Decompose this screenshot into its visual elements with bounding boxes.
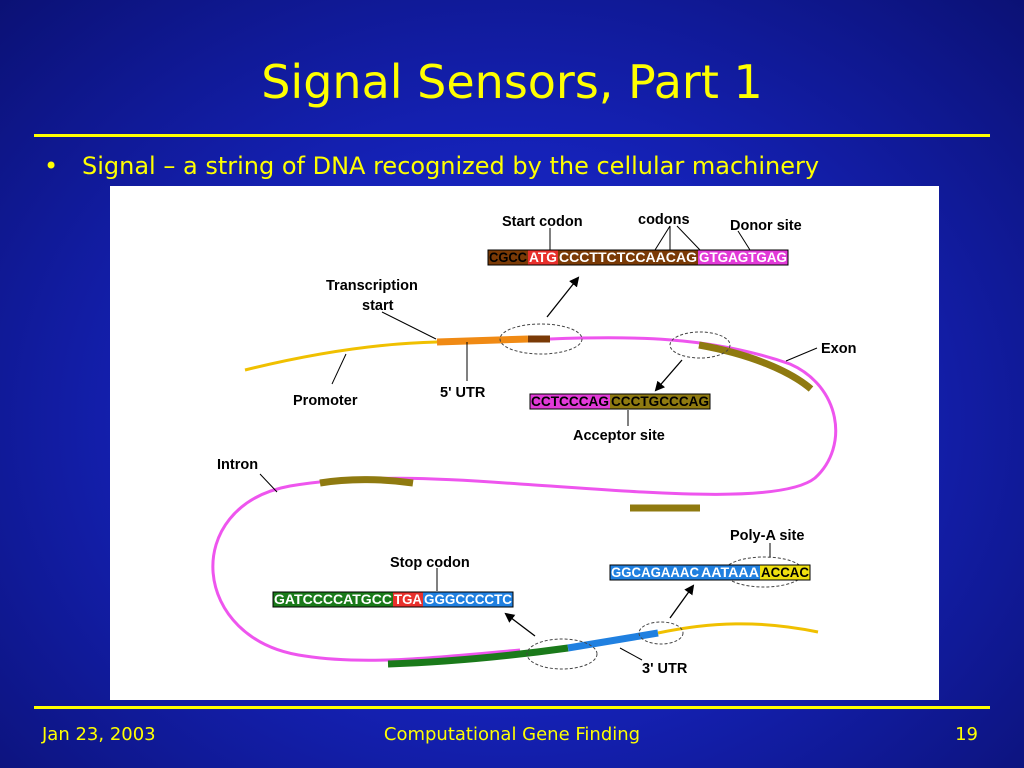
codons-label: codons xyxy=(638,212,690,228)
gene-structure-diagram: Start codon codons Donor site Transcript… xyxy=(110,186,939,700)
bullet-icon: • xyxy=(44,152,59,180)
acceptor-segment-text: CCTCCCAG xyxy=(531,394,609,409)
footer-divider xyxy=(34,706,990,709)
poly-a-site-label: Poly-A site xyxy=(730,528,804,544)
donor-segment-text: GTGAGTGAG xyxy=(699,250,787,265)
donor-site-label: Donor site xyxy=(730,218,802,234)
polya-ellipse xyxy=(638,621,684,645)
donor-site-ellipse xyxy=(669,331,731,359)
donor-segment-text: ATG xyxy=(529,250,557,265)
donor-segment-text: CGCC xyxy=(489,250,527,265)
transcription-start-label-line1: Transcription xyxy=(326,278,418,294)
stop-segment-bg xyxy=(393,592,423,607)
donor-segment-text: CCCTTCTCCAACAG xyxy=(559,250,697,265)
utr3-segment xyxy=(567,629,659,652)
acceptor-site-label: Acceptor site xyxy=(573,428,665,444)
downstream-strand xyxy=(657,622,819,635)
acceptor-segment-text: CCCTGCCCAG xyxy=(611,394,709,409)
exon-segment-1 xyxy=(698,341,814,392)
intron-label: Intron xyxy=(217,457,258,473)
acceptor-segment-bg xyxy=(610,394,710,409)
donor-segment-bg xyxy=(528,250,558,265)
donor-leader xyxy=(737,230,751,251)
utr3-leader xyxy=(619,647,643,661)
start-codon-ellipse xyxy=(499,323,583,355)
footer-course: Computational Gene Finding xyxy=(383,724,641,745)
polya-arrow xyxy=(669,584,695,619)
transcription-start-label-line2: start xyxy=(362,298,394,314)
exon-leader xyxy=(785,347,818,362)
title-divider xyxy=(34,134,990,137)
intron-strand xyxy=(211,336,838,662)
polya-sequence-border xyxy=(609,564,811,581)
codons-leader-3 xyxy=(676,225,701,251)
promoter-strand xyxy=(244,340,438,372)
polya-segment-bg xyxy=(610,565,700,580)
polya-segment-bg xyxy=(700,565,760,580)
acceptor-sequence-border xyxy=(529,393,711,410)
gene-structure-svg: Start codon codons Donor site Transcript… xyxy=(211,212,856,677)
stop-segment-bg xyxy=(423,592,513,607)
footer-date: Jan 23, 2003 xyxy=(42,724,156,745)
stop-segment-text: TGA xyxy=(394,592,422,607)
slide-title: Signal Sensors, Part 1 xyxy=(261,55,763,109)
exon-label: Exon xyxy=(821,341,856,357)
polya-segment-text: GGCAGAAAC xyxy=(611,565,699,580)
stop-sequence-border xyxy=(272,591,514,608)
donor-sequence-border xyxy=(487,249,789,266)
stop-codon-label: Stop codon xyxy=(390,555,470,571)
utr3-label: 3' UTR xyxy=(642,661,688,677)
stop-codon-ellipse xyxy=(526,638,598,670)
transcription-leader xyxy=(381,311,437,340)
intron-leader xyxy=(259,473,278,493)
promoter-label: Promoter xyxy=(293,393,358,409)
promoter-leader xyxy=(331,353,347,385)
start-arrow xyxy=(546,276,580,318)
donor-segment-bg xyxy=(488,250,528,265)
start-codon-label: Start codon xyxy=(502,214,583,230)
stop-exon-segment xyxy=(387,644,569,668)
utr5-label: 5' UTR xyxy=(440,385,486,401)
exon-segment-2 xyxy=(319,476,414,487)
stop-segment-bg xyxy=(273,592,393,607)
polya-segment-text: AATAAA xyxy=(701,565,759,580)
stop-arrow xyxy=(504,612,536,637)
donor-segment-bg xyxy=(698,250,788,265)
utr5-segment xyxy=(436,335,529,346)
polya-segment-bg xyxy=(760,565,810,580)
bullet-text: Signal – a string of DNA recognized by t… xyxy=(82,152,820,180)
acceptor-arrow xyxy=(654,359,683,392)
bullet-item: • Signal – a string of DNA recognized by … xyxy=(44,152,819,180)
polya-segment-text: ACCAC xyxy=(761,565,809,580)
donor-segment-bg xyxy=(558,250,698,265)
acceptor-segment-bg xyxy=(530,394,610,409)
codons-leader-1 xyxy=(654,225,671,251)
stop-segment-text: GGGCCCCTC xyxy=(424,592,512,607)
stop-segment-text: GATCCCCATGCC xyxy=(274,592,392,607)
footer-page-number: 19 xyxy=(955,724,978,745)
